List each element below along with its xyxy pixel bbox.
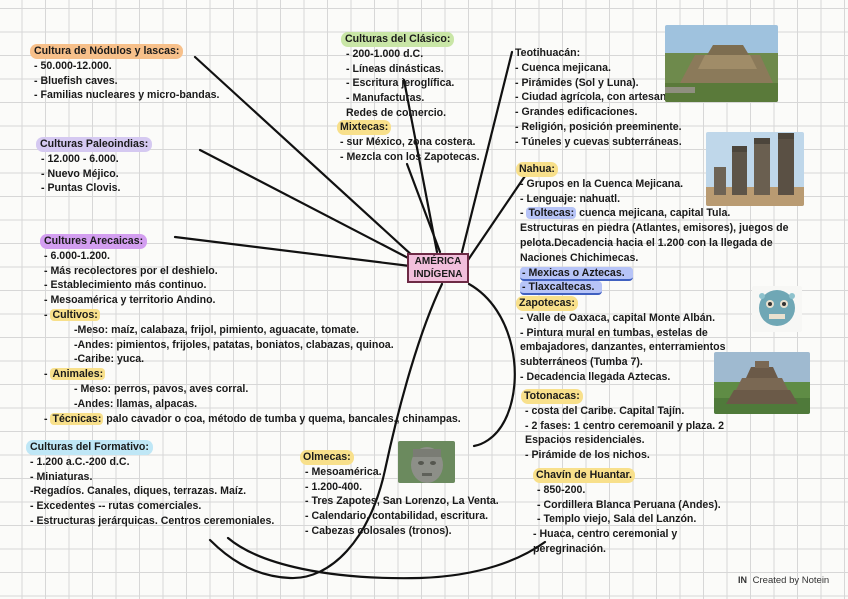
formativo-item: - Miniaturas. (26, 470, 274, 485)
tecnicas-row: - Técnicas: palo cavador o coa, método d… (40, 412, 461, 427)
olmecas-item: - Cabezas colosales (tronos). (300, 524, 510, 539)
arcaicas-item: - Mesoamérica y territorio Andino. (40, 293, 461, 308)
chavin-block: Chavín de Huantar. - 850-200. - Cordille… (533, 468, 733, 557)
tajin-pyramid-image (714, 352, 810, 414)
teotihuacan-item: - Pirámides (Sol y Luna). (511, 76, 682, 91)
nodulos-block: Cultura de Nódulos y lascas: - 50.000-12… (30, 44, 219, 103)
cultivos-item: -Caribe: yuca. (40, 352, 461, 367)
totonacas-heading: Totonacas: (521, 389, 583, 404)
tula-atlantes-image (706, 132, 804, 206)
formativo-item: - 1.200 a.C.-200 d.C. (26, 455, 274, 470)
clasico-block: Culturas del Clásico: - 200-1.000 d.C. -… (341, 32, 454, 121)
teotihuacan-item: - Cuenca mejicana. (511, 61, 682, 76)
line-chavin (228, 538, 545, 578)
mixtecas-item: - Mezcla con los Zapotecas. (337, 150, 480, 165)
chavin-heading: Chavín de Huantar. (533, 468, 635, 483)
cultivos-row: - Cultivos: (40, 308, 461, 323)
watermark: IN Created by Notein (738, 575, 829, 586)
teotihuacan-heading: Teotihuacán: (511, 47, 580, 59)
totonacas-item: - 2 fases: 1 centro ceremoanil y plaza. … (521, 419, 760, 449)
cultivos-item: -Meso: maíz, calabaza, frijol, pimiento,… (40, 323, 461, 338)
toltecas-label: Toltecas: (526, 207, 576, 219)
nodulos-item: - 50.000-12.000. (30, 59, 219, 74)
nahua-heading: Nahua: (516, 162, 558, 177)
clasico-item: - Líneas dinásticas. (341, 62, 454, 77)
paleo-item: - Puntas Clovis. (36, 181, 152, 196)
arcaicas-item: - 6.000-1.200. (40, 249, 461, 264)
tlaxcaltecas-label: Tlaxcaltecas. (528, 281, 594, 293)
olmecas-item: - Tres Zapotes, San Lorenzo, La Venta. (300, 494, 500, 509)
olmecas-item: - Calendario, contabilidad, escritura. (300, 509, 510, 524)
zapotec-mask-image (752, 286, 802, 332)
clasico-item: - Manufacturas. (341, 91, 454, 106)
tlaxcaltecas-row: - Tlaxcaltecas. (516, 280, 791, 295)
clasico-item: - 200-1.000 d.C. (341, 47, 454, 62)
tecnicas-text: palo cavador o coa, método de tumba y qu… (103, 413, 460, 425)
mixtecas-block: Mixtecas: - sur México, zona costera. - … (337, 120, 480, 164)
olmec-head-image (398, 441, 455, 483)
arcaicas-item: - Más recolectores por el deshielo. (40, 264, 461, 279)
paleo-block: Culturas Paleoindias: - 12.000 - 6.000. … (36, 137, 152, 196)
formativo-item: - Excedentes -- rutas comerciales. (26, 499, 274, 514)
animales-row: - Animales: (40, 367, 461, 382)
mexicas-label: Mexicas o Aztecas. (528, 267, 624, 279)
line-olmecas (469, 284, 515, 446)
tecnicas-heading: Técnicas: (50, 413, 103, 425)
chavin-item: - Huaca, centro ceremonial y peregrinaci… (529, 527, 723, 557)
cultivos-item: -Andes: pimientos, frijoles, patatas, bo… (40, 338, 461, 353)
mixtecas-heading: Mixtecas: (337, 120, 391, 135)
zapotecas-item: - Valle de Oaxaca, capital Monte Albán. (516, 311, 756, 326)
arcaicas-item: - Establecimiento más continuo. (40, 278, 461, 293)
paleo-heading: Culturas Paleoindias: (36, 137, 152, 152)
clasico-item: - Escritura jeroglífica. (341, 76, 454, 91)
formativo-heading: Culturas del Formativo: (26, 440, 153, 455)
teotihuacan-pyramid-image (665, 25, 778, 102)
chavin-item: - Templo viejo, Sala del Lanzón. (533, 512, 733, 527)
paleo-item: - 12.000 - 6.000. (36, 152, 152, 167)
notein-logo: IN (738, 575, 747, 585)
toltecas-row: - Toltecas: cuenca mejicana, capital Tul… (516, 206, 791, 265)
nodulos-item: - Bluefish caves. (30, 74, 219, 89)
formativo-item: - Estructuras jerárquicas. Centros cerem… (26, 514, 274, 529)
paleo-item: - Nuevo Méjico. (36, 167, 152, 182)
clasico-item: Redes de comercio. (341, 106, 454, 121)
clasico-heading: Culturas del Clásico: (341, 32, 454, 47)
arcaicas-block: Cultures Arecaicas: - 6.000-1.200. - Más… (40, 234, 461, 426)
zapotecas-heading: Zapotecas: (516, 296, 578, 311)
teotihuacan-item: - Ciudad agrícola, con artesanos. (511, 90, 682, 105)
animales-item: - Meso: perros, pavos, aves corral. (40, 382, 461, 397)
animales-heading: Animales: (50, 368, 105, 380)
olmecas-heading: Olmecas: (300, 450, 354, 465)
cultivos-heading: Cultivos: (50, 309, 99, 321)
nodulos-item: - Familias nucleares y micro-bandas. (30, 88, 219, 103)
formativo-item: -Regadíos. Canales, diques, terrazas. Ma… (26, 484, 274, 499)
teotihuacan-item: - Religión, posición preeminente. (511, 120, 682, 135)
teotihuacan-block: Teotihuacán: - Cuenca mejicana. - Pirámi… (511, 46, 682, 150)
animales-item: -Andes: llamas, alpacas. (40, 397, 461, 412)
nodulos-heading: Cultura de Nódulos y lascas: (30, 44, 183, 59)
formativo-block: Culturas del Formativo: - 1.200 a.C.-200… (26, 440, 274, 529)
credit-text: Created by Notein (753, 575, 830, 586)
arcaicas-heading: Cultures Arecaicas: (40, 234, 147, 249)
zapotecas-item: - Pintura mural en tumbas, estelas de em… (516, 326, 745, 370)
totonacas-item: - Pirámide de los nichos. (521, 448, 761, 463)
chavin-item: - Cordillera Blanca Peruana (Andes). (533, 498, 733, 513)
teotihuacan-item: - Túneles y cuevas subterráneas. (511, 135, 682, 150)
mixtecas-item: - sur México, zona costera. (337, 135, 480, 150)
chavin-item: - 850-200. (533, 483, 733, 498)
mexicas-row: - Mexicas o Aztecas. (516, 266, 791, 281)
teotihuacan-item: - Grandes edificaciones. (511, 105, 682, 120)
